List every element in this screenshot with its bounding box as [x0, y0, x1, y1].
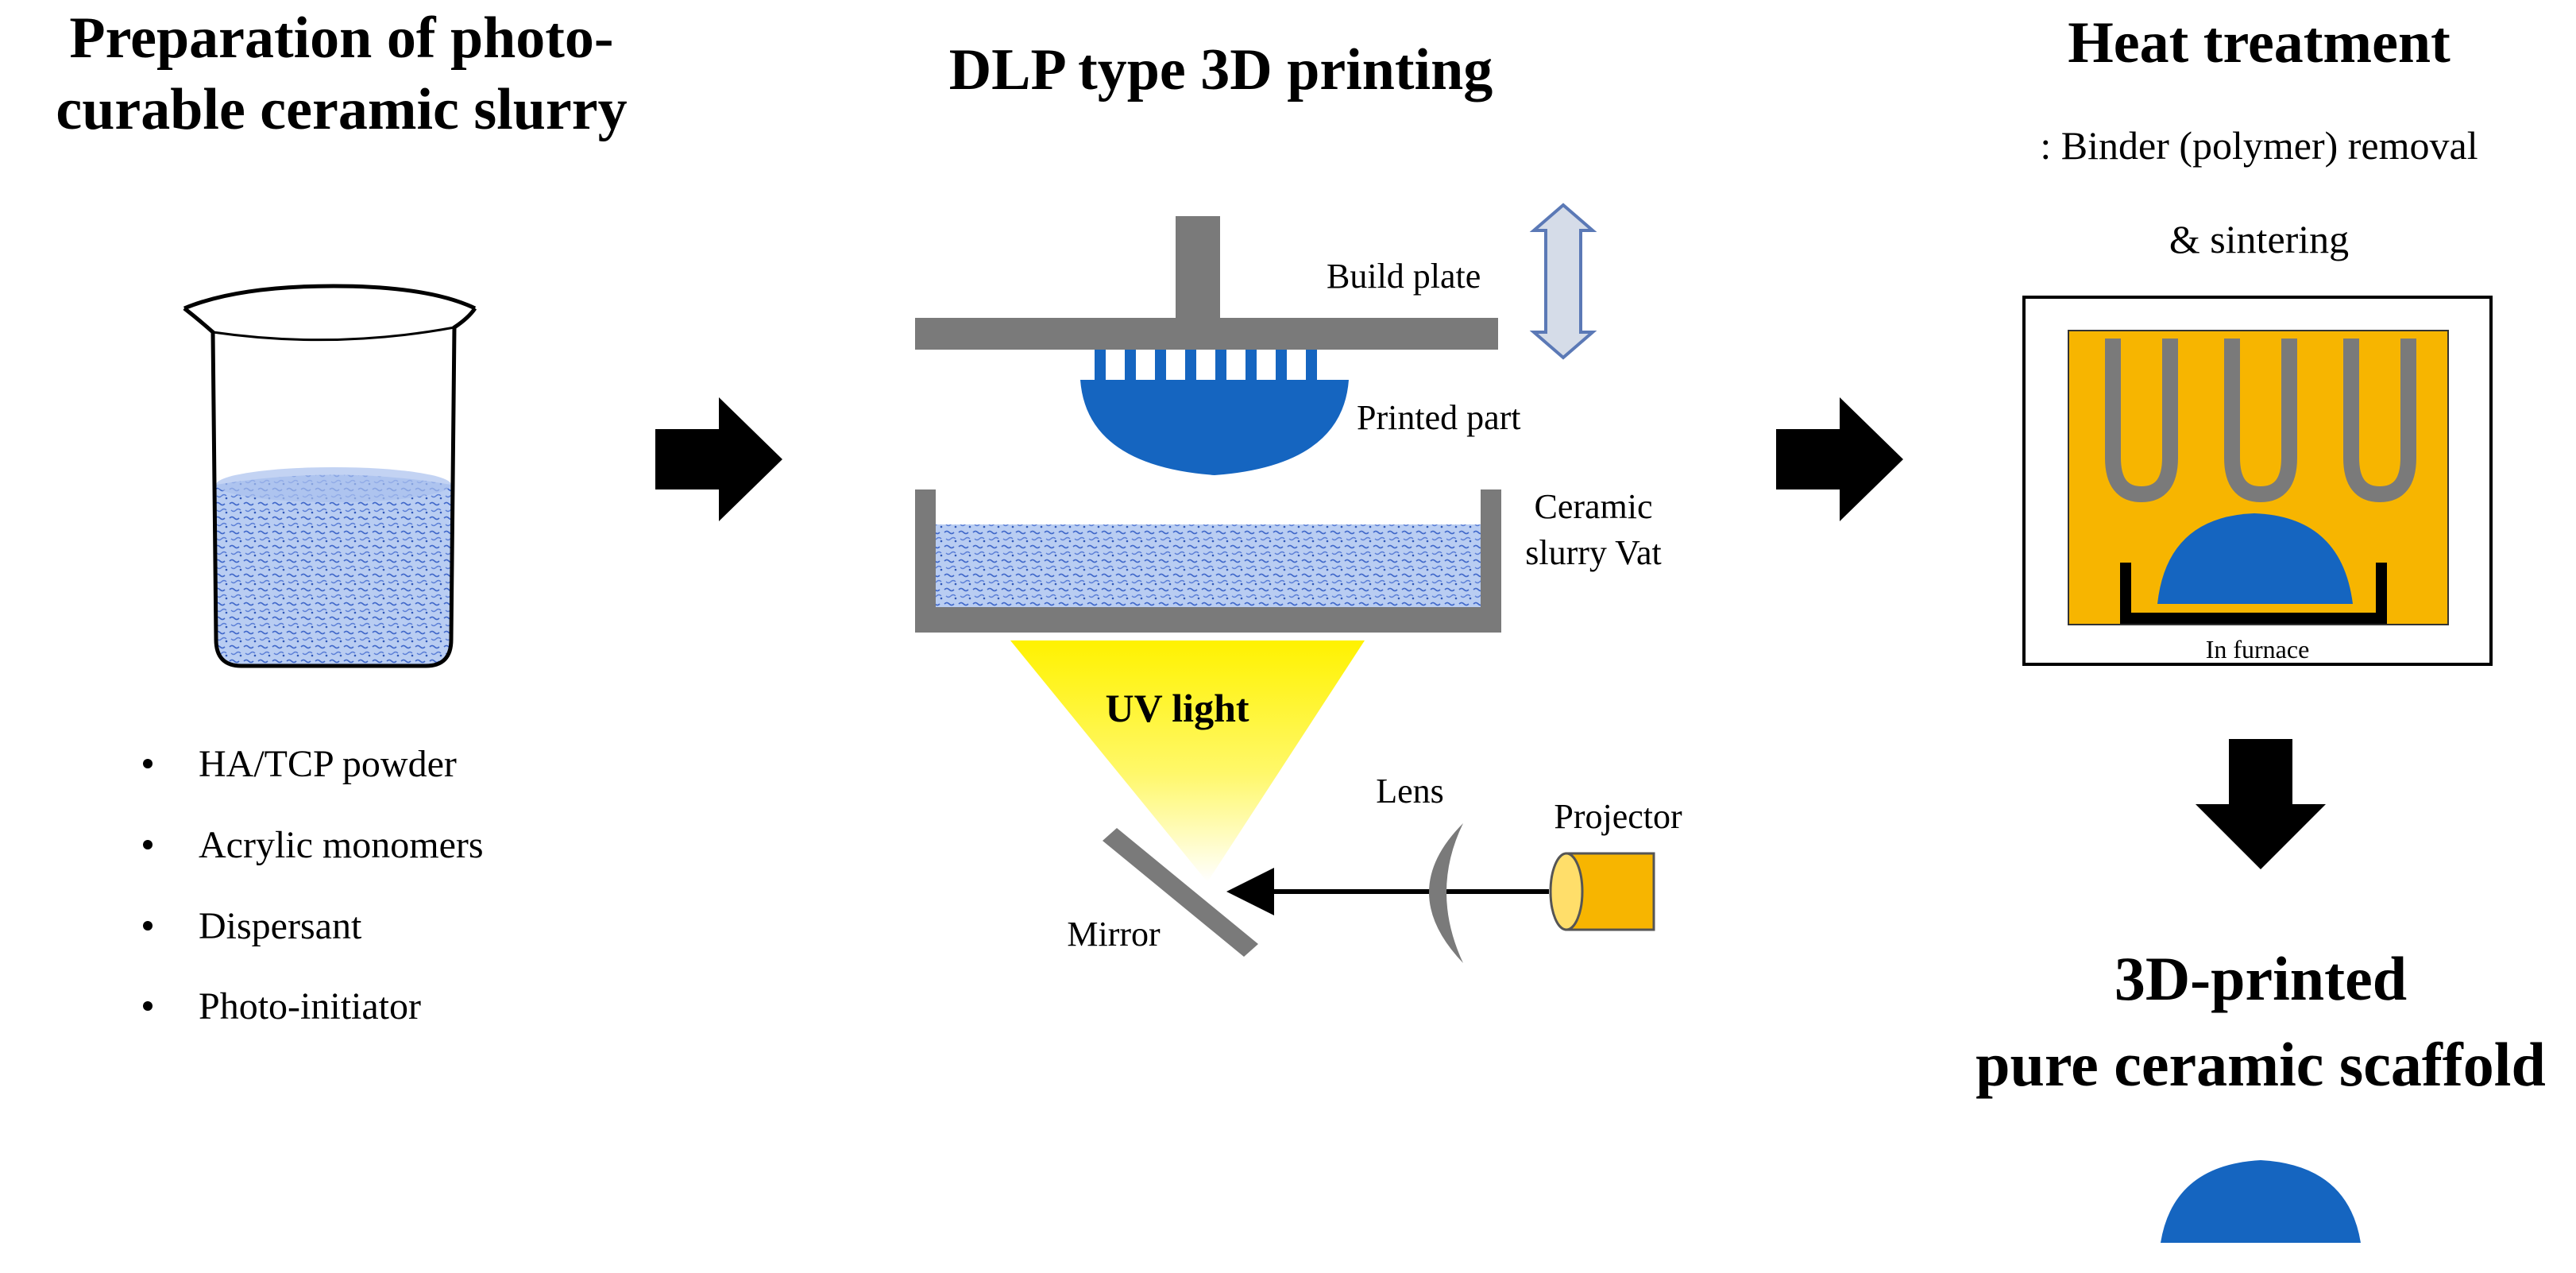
furnace-label: In furnace — [2206, 635, 2310, 664]
mirror-icon — [1103, 828, 1258, 957]
beaker-icon — [183, 284, 477, 668]
ingredient-item: Acrylic monomers — [199, 824, 484, 866]
furnace-icon — [2022, 296, 2493, 666]
mirror-label: Mirror — [1067, 915, 1161, 954]
arrow-right-icon — [655, 397, 782, 521]
prep-title-line2: curable ceramic slurry — [56, 77, 627, 142]
prep-title-line1: Preparation of photo- — [69, 6, 613, 71]
vat-label-line1: Ceramic — [1534, 487, 1652, 526]
result-title-line2: pure ceramic scaffold — [1975, 1030, 2546, 1099]
heat-subtitle-line2: & sintering — [2169, 217, 2349, 261]
arrow-down-icon — [2196, 739, 2326, 869]
build-plate-label: Build plate — [1327, 257, 1481, 296]
printed-part — [1080, 350, 1349, 475]
slurry-vat — [915, 489, 1501, 633]
heat-subtitle-line1: : Binder (polymer) removal — [2040, 123, 2478, 168]
ingredient-item: Photo-initiator — [199, 985, 421, 1027]
up-down-arrow-icon — [1529, 203, 1597, 360]
printed-part-label: Printed part — [1357, 398, 1521, 437]
heat-title: Heat treatment — [2068, 10, 2450, 75]
build-plate — [915, 216, 1498, 350]
ingredient-item: Dispersant — [199, 905, 362, 947]
vat-label-line2: slurry Vat — [1525, 533, 1662, 572]
result-title-line1: 3D-printed — [2114, 944, 2407, 1013]
uv-light-beam — [1010, 640, 1365, 882]
ingredient-item: HA/TCP powder — [199, 743, 457, 785]
lens-icon — [1429, 823, 1463, 963]
final-scaffold — [2161, 1160, 2361, 1243]
uv-light-label: UV light — [1105, 686, 1249, 730]
projector-icon — [1549, 852, 1655, 931]
ingredients-list: HA/TCP powder Acrylic monomers Dispersan… — [143, 743, 484, 1027]
arrow-right-icon — [1776, 397, 1903, 521]
projector-label: Projector — [1554, 797, 1682, 836]
lens-label: Lens — [1376, 772, 1444, 811]
printing-title: DLP type 3D printing — [949, 37, 1493, 103]
